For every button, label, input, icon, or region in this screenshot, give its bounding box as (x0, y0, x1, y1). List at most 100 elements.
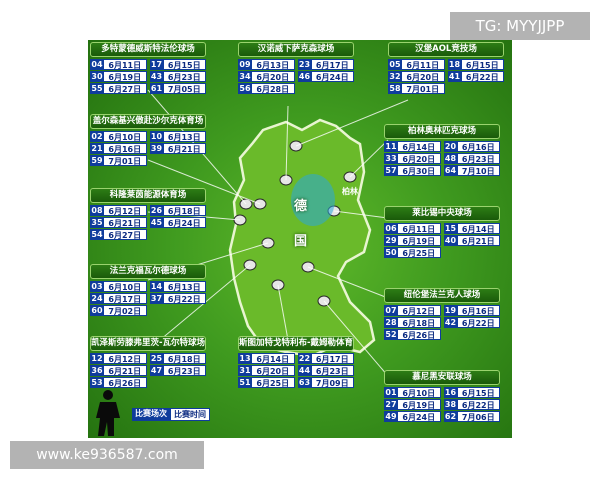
match-date: 6月21日 (457, 235, 500, 246)
germany-map (147, 89, 409, 377)
match-date: 6月13日 (163, 281, 206, 292)
match-date: 6月20日 (402, 71, 445, 82)
match-number: 09 (238, 59, 252, 70)
tg-watermark: TG: MYYJJPP (450, 12, 590, 40)
match-date: 7月09日 (311, 377, 354, 388)
match-date: 6月17日 (104, 293, 147, 304)
match-number: 40 (443, 235, 458, 246)
match-number: 35 (90, 217, 104, 228)
venue-name: 斯图加特戈特利布-戴姆勒体育场 (238, 336, 354, 351)
match-date: 6月20日 (252, 71, 295, 82)
match-number: 51 (238, 377, 252, 388)
match-date: 6月23日 (457, 153, 500, 164)
venue-name: 法兰克福瓦尔德球场 (90, 264, 206, 279)
match-number: 12 (90, 353, 104, 364)
match-number: 34 (238, 71, 252, 82)
match-date: 6月10日 (104, 281, 147, 292)
match-number: 45 (149, 217, 164, 228)
match-date: 6月23日 (311, 365, 354, 376)
match-date: 6月24日 (398, 411, 441, 422)
match-date: 6月22日 (461, 71, 504, 82)
match-number: 41 (447, 71, 462, 82)
venue-name: 汉诺威下萨克森球场 (238, 42, 354, 57)
match-date: 6月17日 (311, 59, 354, 70)
match-date: 6月30日 (398, 165, 441, 176)
match-date: 6月20日 (252, 365, 295, 376)
match-date: 6月25日 (398, 247, 441, 258)
match-number: 31 (238, 365, 252, 376)
match-date: 7月02日 (104, 305, 147, 316)
match-date: 6月16日 (104, 143, 147, 154)
venue-name: 多特蒙德威斯特法伦球场 (90, 42, 206, 57)
match-date: 6月12日 (398, 305, 441, 316)
match-number: 10 (149, 131, 164, 142)
match-date: 6月14日 (457, 223, 500, 234)
match-number: 20 (443, 141, 458, 152)
match-date: 6月18日 (398, 317, 441, 328)
match-number: 33 (384, 153, 398, 164)
match-date: 6月15日 (461, 59, 504, 70)
match-number: 42 (443, 317, 458, 328)
match-date: 6月20日 (398, 153, 441, 164)
match-number: 24 (90, 293, 104, 304)
match-number: 06 (384, 223, 398, 234)
match-date: 7月01日 (104, 155, 147, 166)
match-number: 21 (90, 143, 104, 154)
match-number: 14 (149, 281, 164, 292)
match-date: 7月06日 (457, 411, 500, 422)
match-number: 61 (149, 83, 164, 94)
match-number: 52 (384, 329, 398, 340)
match-number: 18 (447, 59, 462, 70)
match-number: 43 (149, 71, 164, 82)
match-date: 6月27日 (104, 83, 147, 94)
match-date: 7月10日 (457, 165, 500, 176)
url-watermark: www.ke936587.com (10, 441, 204, 469)
match-number: 46 (297, 71, 312, 82)
match-number: 47 (149, 365, 164, 376)
match-number: 49 (384, 411, 398, 422)
match-date: 6月26日 (104, 377, 147, 388)
match-number: 57 (384, 165, 398, 176)
match-date: 6月18日 (163, 353, 206, 364)
match-number: 37 (149, 293, 164, 304)
match-date: 6月10日 (398, 387, 441, 398)
match-number: 03 (90, 281, 104, 292)
match-number: 11 (384, 141, 398, 152)
match-date: 6月23日 (163, 365, 206, 376)
country-label-guo: 国 (294, 234, 308, 249)
